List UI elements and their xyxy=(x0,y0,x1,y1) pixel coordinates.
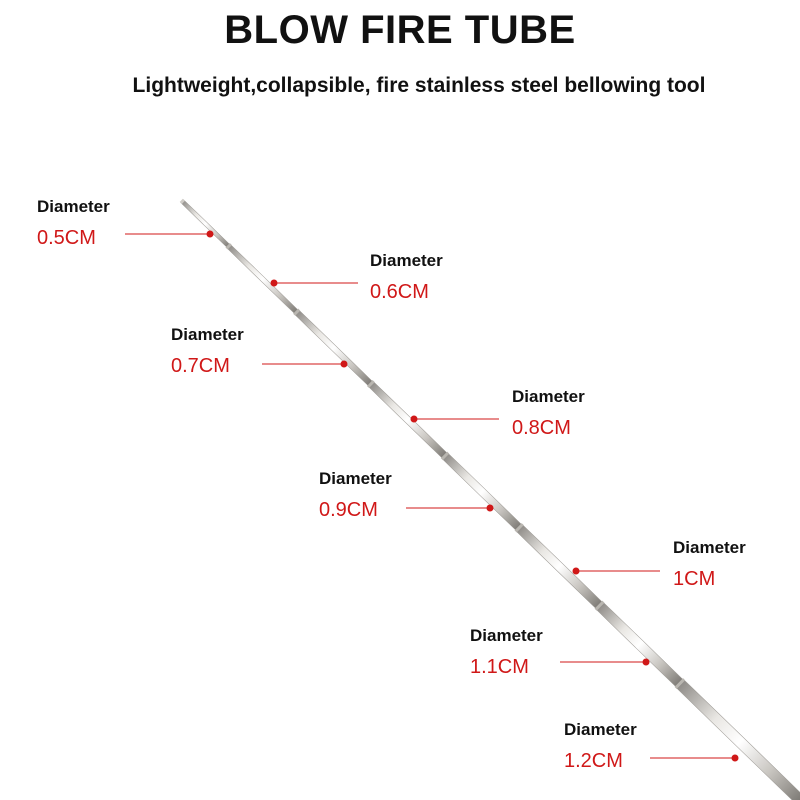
tube-segment-body xyxy=(595,601,685,688)
callout-dot xyxy=(572,567,580,575)
tube-joint xyxy=(225,243,232,250)
tube-segment-body xyxy=(226,243,300,315)
tube-joint xyxy=(293,308,301,316)
tube-segment-7 xyxy=(674,678,800,800)
tube-segment-6 xyxy=(594,600,685,688)
tube-joint xyxy=(514,523,524,533)
tube-segment-2 xyxy=(293,308,374,387)
diameter-value: 1.1CM xyxy=(470,656,529,678)
callout-4: Diameter 0.9CM xyxy=(319,469,392,522)
tube-segment-body xyxy=(180,199,231,249)
callout-dot xyxy=(410,415,418,423)
diameter-label: Diameter xyxy=(512,387,585,406)
callout-1: Diameter 0.6CM xyxy=(370,251,443,304)
callout-dot xyxy=(340,360,348,368)
diameter-value: 0.5CM xyxy=(37,227,96,249)
callout-dot xyxy=(731,754,739,762)
diameter-label: Diameter xyxy=(564,720,637,739)
tube-segment-body xyxy=(675,678,800,800)
callout-dot xyxy=(486,504,494,512)
diameter-value: 0.6CM xyxy=(370,281,429,303)
page-subtitle: Lightweight,collapsible, fire stainless … xyxy=(132,74,706,97)
tube-segment-body xyxy=(515,523,604,610)
tube-segment-5 xyxy=(514,523,604,610)
callout-leaders xyxy=(125,230,739,762)
callout-5: Diameter 1CM xyxy=(673,538,746,591)
diameter-label: Diameter xyxy=(470,626,543,645)
tube-tip xyxy=(179,198,185,204)
tube-joint xyxy=(440,451,450,461)
callout-dot xyxy=(270,279,278,287)
tube-segment-4 xyxy=(440,451,523,532)
callout-dot xyxy=(642,658,650,666)
tube-segment-body xyxy=(293,309,374,387)
tube-joint xyxy=(674,678,686,689)
tube-segment-body xyxy=(441,452,523,532)
diameter-label: Diameter xyxy=(673,538,746,557)
diameter-label: Diameter xyxy=(319,469,392,488)
diameter-value: 0.9CM xyxy=(319,499,378,521)
diameter-label: Diameter xyxy=(37,197,110,216)
callout-dot xyxy=(206,230,214,238)
diameter-value: 0.7CM xyxy=(171,355,230,377)
diameter-value: 0.8CM xyxy=(512,417,571,439)
tube-joint xyxy=(594,600,605,611)
tube-segment-3 xyxy=(366,380,449,460)
page-title: BLOW FIRE TUBE xyxy=(224,8,576,52)
diameter-label: Diameter xyxy=(171,325,244,344)
diameter-value: 1CM xyxy=(673,568,716,590)
tube-joint xyxy=(366,380,375,389)
diameter-value: 1.2CM xyxy=(564,750,623,772)
callout-3: Diameter 0.8CM xyxy=(512,387,585,440)
callout-7: Diameter 1.2CM xyxy=(564,720,637,773)
tube-segment-1 xyxy=(225,243,300,315)
tube-segment-0 xyxy=(180,199,231,249)
tube-segment-body xyxy=(367,380,449,460)
diameter-label: Diameter xyxy=(370,251,443,270)
callout-0: Diameter 0.5CM xyxy=(37,197,110,250)
callout-6: Diameter 1.1CM xyxy=(470,626,543,679)
telescopic-tube xyxy=(179,198,800,800)
callout-2: Diameter 0.7CM xyxy=(171,325,244,378)
